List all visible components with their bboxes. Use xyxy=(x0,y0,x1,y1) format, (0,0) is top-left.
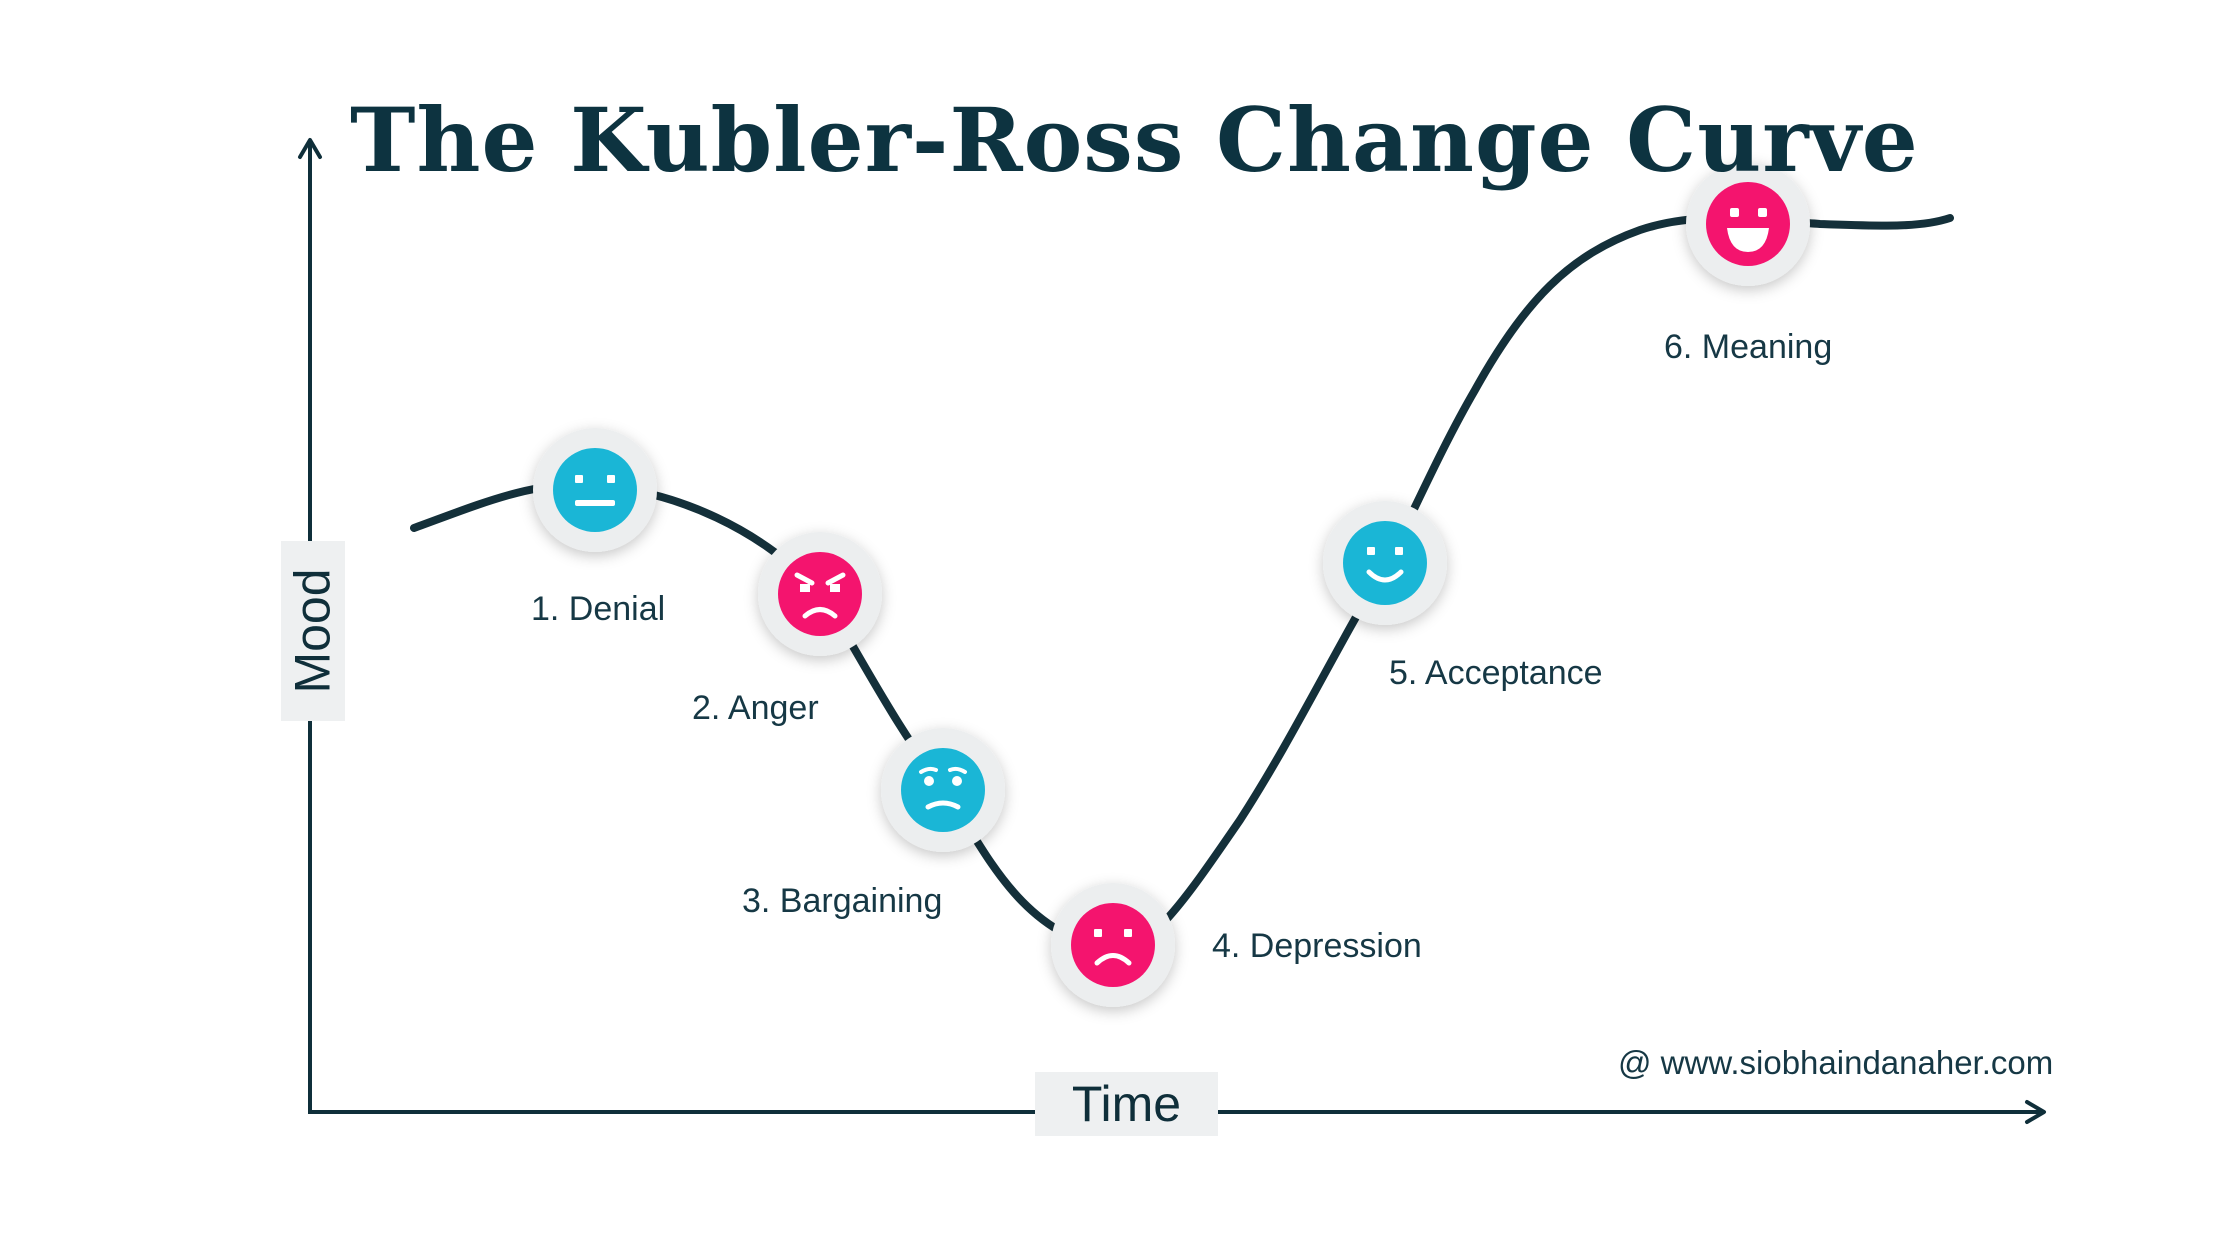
stage-anger-marker xyxy=(758,532,882,656)
stage-denial-marker xyxy=(533,428,657,552)
stage-label-depression: 4. Depression xyxy=(1212,927,1422,965)
stage-label-acceptance: 5. Acceptance xyxy=(1389,654,1603,692)
y-axis-arrow-icon xyxy=(298,138,322,159)
stage-label-meaning: 6. Meaning xyxy=(1664,328,1833,366)
sad-face-icon xyxy=(1071,903,1155,987)
change-curve xyxy=(410,213,1954,955)
stage-bargaining-marker xyxy=(881,728,1005,852)
x-axis-arrow-icon xyxy=(2025,1100,2046,1124)
y-axis-label: Mood xyxy=(285,568,342,694)
page-title: The Kubler-Ross Change Curve xyxy=(350,88,1919,192)
smile-face-icon xyxy=(1343,521,1427,605)
neutral-face-icon xyxy=(553,448,637,532)
worried-face-icon xyxy=(901,748,985,832)
stage-label-denial: 1. Denial xyxy=(531,590,666,628)
y-axis-label-box: Mood xyxy=(281,541,345,721)
stage-meaning-marker xyxy=(1686,162,1810,286)
stage-label-bargaining: 3. Bargaining xyxy=(742,882,943,920)
stage-depression-marker xyxy=(1051,883,1175,1007)
x-axis-label: Time xyxy=(1035,1072,1218,1136)
stage-label-anger: 2. Anger xyxy=(692,689,819,727)
credit-text: @ www.siobhaindanaher.com xyxy=(1618,1044,2054,1081)
angry-face-icon xyxy=(778,552,862,636)
grin-face-icon xyxy=(1706,182,1790,266)
stage-acceptance-marker xyxy=(1323,501,1447,625)
